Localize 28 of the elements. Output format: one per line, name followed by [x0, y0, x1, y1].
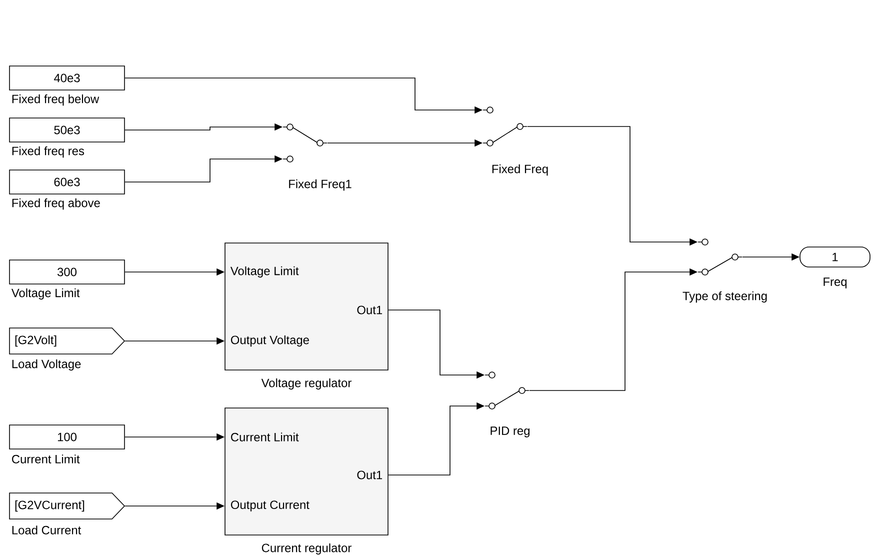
block-label: Fixed Freq1 [289, 179, 352, 191]
block-label: Fixed freq res [12, 146, 84, 158]
port-label: Output Voltage [230, 335, 309, 347]
constant-block: 50e3 [9, 118, 125, 142]
block-label: PID reg [490, 426, 530, 438]
outport-block: 1 [800, 246, 870, 268]
block-label: Current Limit [12, 454, 80, 464]
constant-block: 300 [9, 260, 125, 284]
block-label: Type of steering [682, 291, 767, 303]
block-label: Voltage Limit [11, 288, 80, 300]
block-label: Fixed freq below [12, 94, 100, 106]
port-label: Voltage Limit [230, 266, 299, 278]
constant-block: 60e3 [9, 170, 125, 194]
port-label: Output Current [230, 500, 310, 512]
block-label: Fixed freq above [12, 198, 100, 210]
block-label: Voltage regulator [261, 378, 352, 390]
block-label: Fixed Freq [492, 164, 548, 176]
tag-block: [G2Volt] [9, 328, 126, 354]
block-label: Load Current [12, 526, 82, 534]
block-label: Load Voltage [12, 359, 81, 371]
constant-block: 100 [9, 424, 125, 450]
block-label: Freq [824, 278, 847, 288]
block-label: Current regulator [262, 543, 352, 555]
port-label: Out1 [357, 470, 382, 480]
tag-block: [G2VCurrent] [9, 492, 126, 520]
port-label: Out1 [357, 306, 382, 314]
constant-block: 40e3 [9, 66, 125, 90]
port-label: Current Limit [231, 432, 299, 442]
